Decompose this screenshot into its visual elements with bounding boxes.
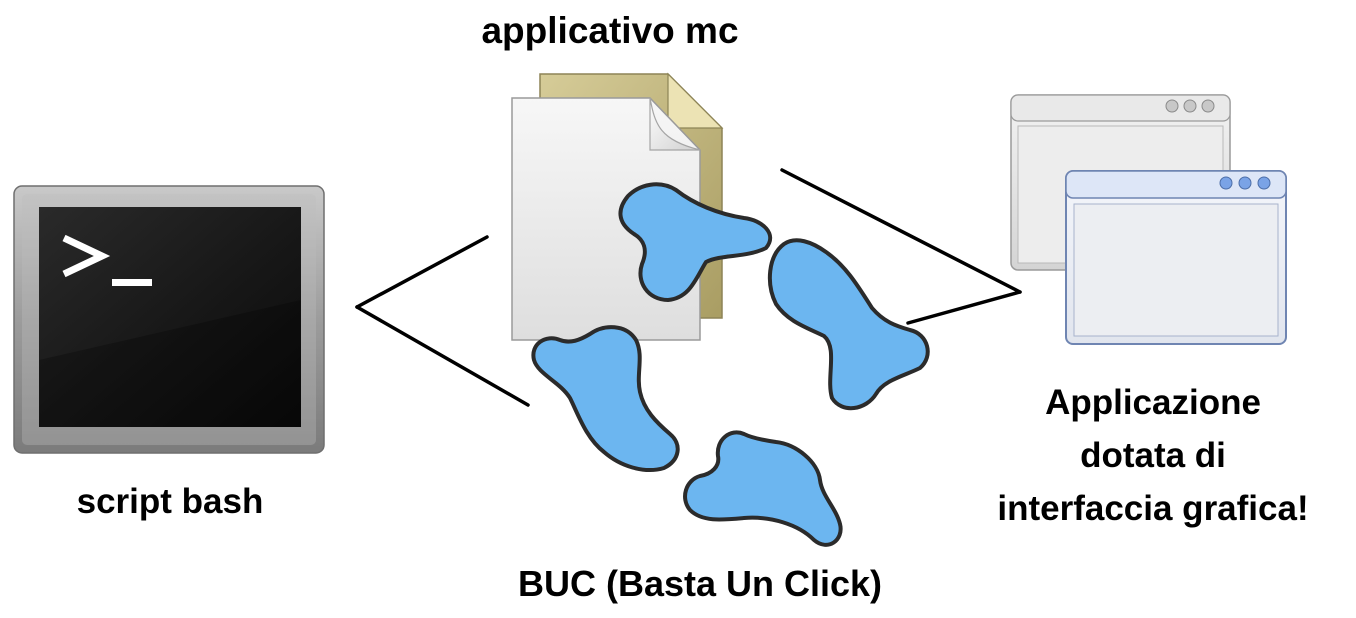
- label-script-bash: script bash: [76, 482, 264, 521]
- windows-icon: [1010, 94, 1287, 345]
- connector-right-lower: [906, 290, 1022, 325]
- buc-logo-arm-right: [767, 238, 930, 410]
- connector-left-lower: [355, 305, 530, 407]
- label-applicativo-mc: applicativo mc: [481, 10, 739, 51]
- label-right-line-2: dotata di: [1080, 436, 1226, 475]
- buc-logo-arm-top: [618, 182, 773, 302]
- label-right-line-3: interfaccia grafica!: [997, 489, 1309, 528]
- label-buc: BUC (Basta Un Click): [517, 563, 883, 604]
- buc-logo-icon: [531, 182, 930, 547]
- terminal-prompt-underscore: [112, 279, 152, 286]
- terminal-icon: [13, 185, 325, 454]
- connector-lines: [355, 168, 1022, 407]
- terminal-prompt-chevron: [62, 234, 111, 278]
- buc-logo-arm-bottom: [683, 430, 843, 547]
- connector-right-upper: [780, 168, 1022, 294]
- buc-logo-arm-left: [531, 325, 680, 473]
- label-right-line-1: Applicazione: [1045, 383, 1261, 422]
- connector-left-upper: [355, 235, 489, 309]
- label-applicazione-grafica: Applicazione dotata di interfaccia grafi…: [958, 376, 1348, 535]
